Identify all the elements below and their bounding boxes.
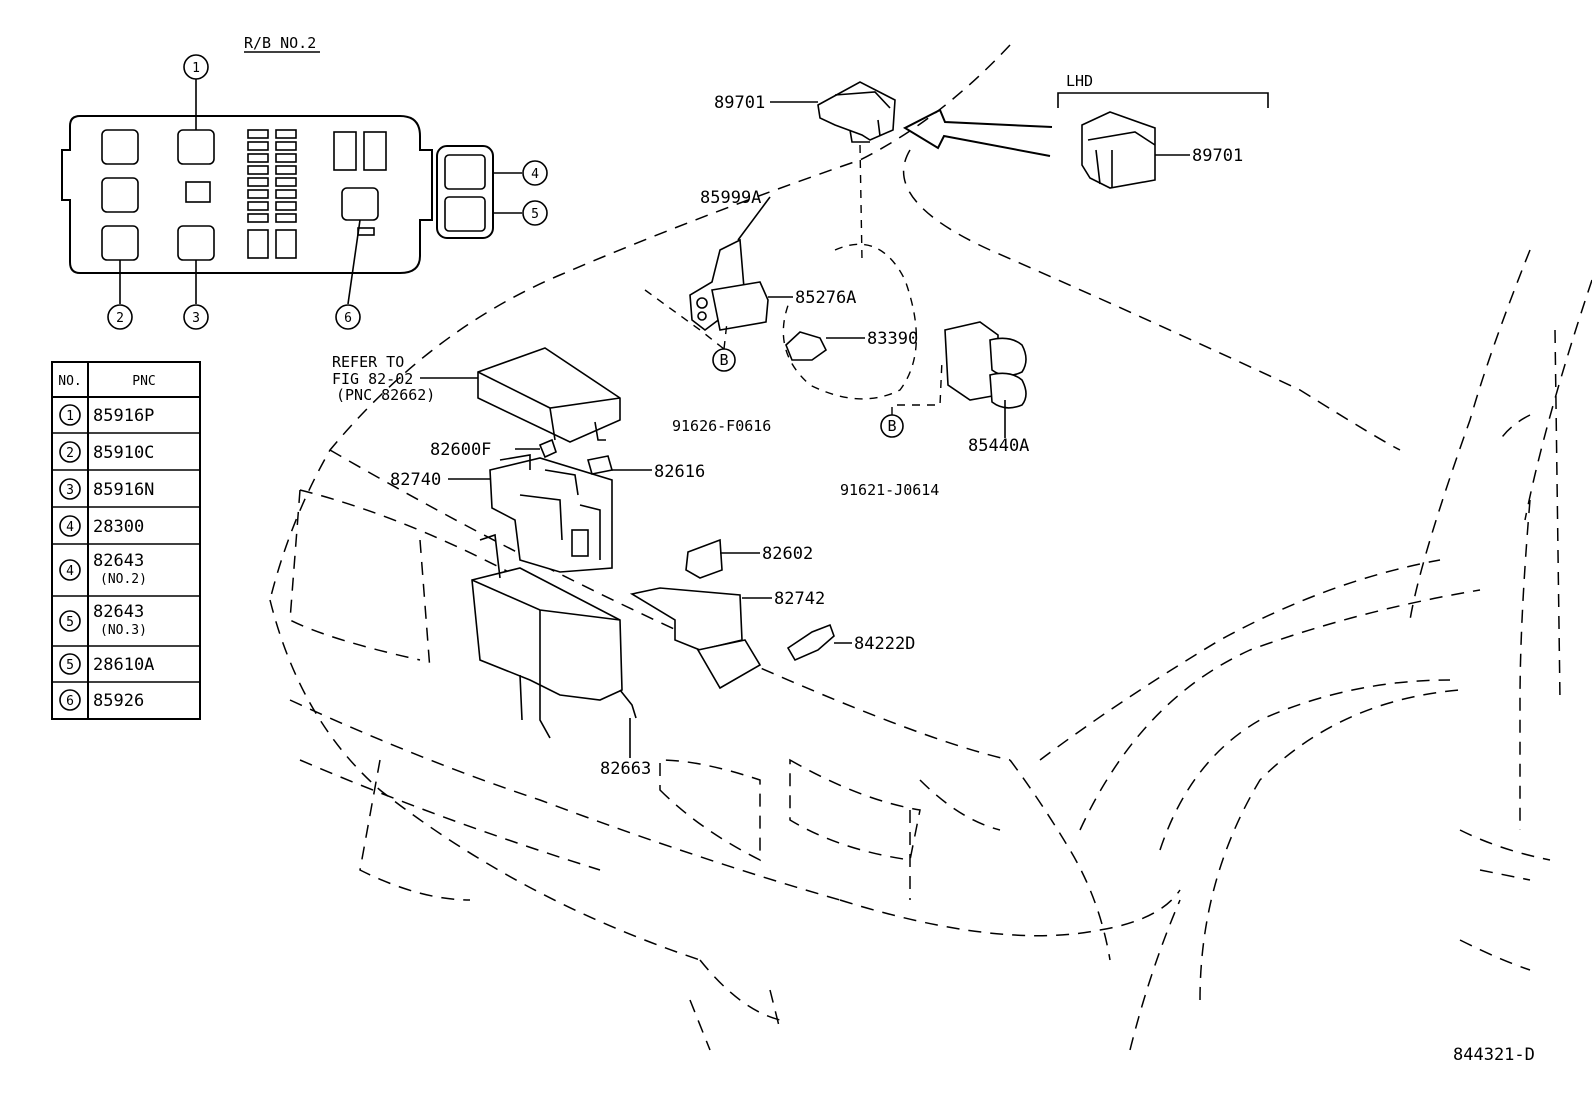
inset-title: R/B NO.2 — [244, 34, 316, 52]
table-row: 4 82643 (NO.2) — [59, 551, 147, 587]
part-82740-block — [489, 438, 614, 573]
part-85276A-relay — [689, 238, 769, 332]
label-85440A: 85440A — [968, 436, 1029, 456]
part-82742 — [629, 587, 762, 690]
label-82616: 82616 — [654, 462, 705, 482]
inset-callout-4: 4 — [522, 160, 548, 186]
svg-text:5: 5 — [66, 658, 74, 673]
label-85999A: 85999A — [700, 188, 761, 208]
part-labels: 89701 89701 85999A 85276A 83390 91626-F0… — [332, 93, 1243, 779]
table-header-pnc: PNC — [132, 374, 155, 389]
label-82600F: 82600F — [430, 440, 491, 460]
label-82663: 82663 — [600, 759, 651, 779]
svg-text:85926: 85926 — [93, 691, 144, 711]
label-84222D: 84222D — [854, 634, 915, 654]
label-82740: 82740 — [390, 470, 441, 490]
svg-text:(NO.2): (NO.2) — [100, 572, 147, 587]
table-row: 5 82643 (NO.3) — [59, 602, 147, 638]
part-84222D — [786, 623, 835, 662]
label-82742: 82742 — [774, 589, 825, 609]
svg-text:85916N: 85916N — [93, 480, 154, 500]
table-row: 1 85916P — [59, 404, 154, 426]
svg-text:3: 3 — [192, 311, 200, 326]
svg-text:5: 5 — [66, 615, 74, 630]
bolt-marker-b-right: B — [880, 359, 943, 438]
label-91621: 91621-J0614 — [840, 481, 939, 499]
part-relay-box-cover — [477, 347, 621, 443]
lhd-label: LHD — [1066, 72, 1093, 90]
table-header-no: NO. — [58, 374, 81, 389]
part-85440A — [944, 321, 1027, 409]
table-row: 5 28610A — [59, 653, 154, 675]
bolt-marker-b-left: B — [644, 289, 736, 372]
svg-text:28610A: 28610A — [93, 655, 154, 675]
vehicle-outline — [269, 44, 1592, 1051]
label-85276A: 85276A — [795, 288, 856, 308]
label-83390: 83390 — [867, 329, 918, 349]
svg-text:6: 6 — [344, 311, 352, 326]
svg-text:4: 4 — [66, 564, 74, 579]
label-82602: 82602 — [762, 544, 813, 564]
direction-arrow — [902, 108, 1053, 157]
part-82602 — [685, 538, 723, 579]
svg-text:28300: 28300 — [93, 517, 144, 537]
svg-text:1: 1 — [192, 61, 200, 76]
label-91626: 91626-F0616 — [672, 417, 771, 435]
svg-text:82643: 82643 — [93, 602, 144, 622]
part-89701-top — [817, 81, 896, 261]
pnc-table: NO. PNC 1 85916P 2 85910C 3 85916N 4 283… — [51, 361, 201, 720]
svg-text:82643: 82643 — [93, 551, 144, 571]
part-82663-bracket — [471, 533, 637, 739]
svg-text:1: 1 — [66, 409, 74, 424]
table-row: 4 28300 — [59, 515, 144, 537]
svg-text:B: B — [887, 417, 896, 435]
inset-callout-1: 1 — [183, 54, 209, 80]
lhd-bracket: LHD — [1057, 72, 1269, 108]
label-89701-lhd: 89701 — [1192, 146, 1243, 166]
svg-text:4: 4 — [66, 520, 74, 535]
table-row: 6 85926 — [59, 689, 144, 711]
svg-text:85910C: 85910C — [93, 443, 154, 463]
part-83390-switch — [785, 331, 828, 361]
svg-text:B: B — [719, 351, 728, 369]
inset-callout-3: 3 — [183, 304, 209, 330]
inset-callout-5: 5 — [522, 200, 548, 226]
figure-code: 844321-D — [1453, 1045, 1535, 1065]
svg-text:2: 2 — [116, 311, 124, 326]
leader-lines — [420, 101, 1190, 758]
svg-text:(NO.3): (NO.3) — [100, 623, 147, 638]
svg-text:3: 3 — [66, 483, 74, 498]
refer-line-1: REFER TO — [332, 353, 404, 371]
label-89701-top: 89701 — [714, 93, 765, 113]
svg-text:6: 6 — [66, 694, 74, 709]
refer-line-2: FIG 82-02 — [332, 370, 413, 388]
table-row: 3 85916N — [59, 478, 154, 500]
svg-text:5: 5 — [531, 207, 539, 222]
part-89701-lhd — [1081, 111, 1156, 189]
inset-callout-2: 2 — [107, 304, 133, 330]
table-row: 2 85910C — [59, 441, 154, 463]
svg-text:2: 2 — [66, 446, 74, 461]
svg-text:4: 4 — [531, 167, 539, 182]
refer-line-3: (PNC 82662) — [336, 386, 435, 404]
inset-callout-6: 6 — [335, 304, 361, 330]
relay-block-inset: R/B NO.2 — [61, 34, 548, 330]
svg-text:85916P: 85916P — [93, 406, 154, 426]
